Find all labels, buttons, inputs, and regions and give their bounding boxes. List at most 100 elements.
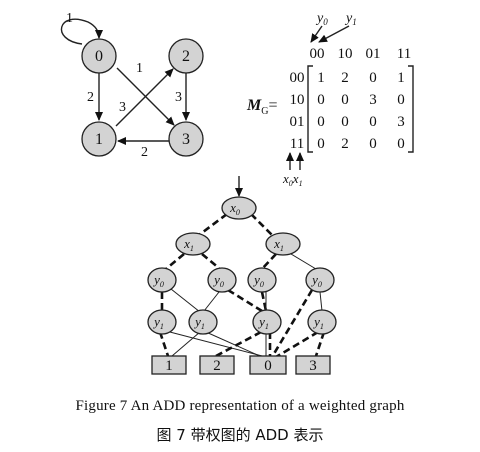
weighted-graph: 1 2 1 3 3 2 0 2 1 3 [60,11,204,160]
matrix-col-label: 01 [366,46,381,62]
add-node-y0-d: y0 [305,267,335,293]
add-node-y1-a: y1 [147,309,177,335]
matrix-col-label: 11 [397,46,411,62]
add-edge-thin [165,330,267,358]
svg-text:y0: y0 [252,272,264,289]
add-terminal-0: 0 [249,355,287,375]
svg-text:x0: x0 [229,200,240,217]
svg-text:2: 2 [213,358,221,374]
svg-text:y1: y1 [193,314,205,331]
matrix-var-y0: y0 [315,11,328,27]
matrix-cell: 0 [317,136,325,152]
figure-caption-chinese: 图 7 带权图的 ADD 表示 [156,426,324,444]
svg-text:x1: x1 [183,236,194,253]
add-node-y1-d: y1 [307,309,337,335]
add-edge-bold [275,330,319,359]
graph-node-label: 1 [95,131,103,148]
add-edge-bold [198,212,228,237]
matrix-cell: 0 [397,136,405,152]
add-edge-bold [261,253,277,270]
adjacency-matrix: y0 y1 00 10 01 11 00 10 01 11 MG= 1 2 0 … [246,11,414,188]
svg-text:1: 1 [165,358,173,374]
add-edge-thin [319,291,323,312]
edge-weight-0-3: 1 [136,61,143,76]
add-terminal-3: 3 [295,355,331,375]
matrix-cell: 0 [397,92,405,108]
matrix-var-y1: y1 [344,11,357,27]
matrix-row-label: 11 [290,136,304,152]
graph-node-0: 0 [81,38,117,74]
matrix-cell: 2 [341,136,349,152]
matrix-cell: 2 [341,70,349,86]
graph-node-1: 1 [81,121,117,157]
matrix-arrow-y0 [310,25,323,43]
add-diagram: x0 x1 x1 y0 y0 y0 y0 [147,176,337,375]
add-edge-thin [205,331,263,358]
svg-text:y0: y0 [310,272,322,289]
matrix-row-label: 01 [290,114,305,130]
add-node-y0-b: y0 [207,267,237,293]
graph-node-2: 2 [168,38,204,74]
svg-text:y1: y1 [257,314,269,331]
matrix-row-label: 00 [290,70,305,86]
add-edge-bold [165,253,185,270]
add-edge-thin [171,331,201,357]
add-edge-thin [290,253,317,270]
svg-text:y0: y0 [152,272,164,289]
matrix-row-label: 10 [290,92,305,108]
svg-text:y1: y1 [152,314,164,331]
edge-1-2 [115,68,174,127]
add-edge-bold [250,213,273,236]
add-node-y0-c: y0 [247,267,277,293]
matrix-name: MG= [246,97,278,117]
add-node-y1-c: y1 [252,309,282,335]
add-node-x1-left: x1 [175,232,211,256]
edge-weight-2-3: 3 [175,90,182,105]
graph-node-label: 0 [95,48,103,65]
add-edge-thin [203,291,220,312]
svg-text:x1: x1 [273,236,284,253]
matrix-var-x0x1: x0x1 [282,171,303,188]
edge-0-0 [60,18,103,45]
add-edge-thin [170,288,201,313]
matrix-cell: 0 [369,70,377,86]
add-node-x1-right: x1 [265,232,301,256]
matrix-cell: 0 [317,114,325,130]
edge-weight-3-1: 2 [141,145,148,160]
graph-node-label: 3 [182,131,190,148]
svg-text:y0: y0 [212,272,224,289]
add-edge-bold [260,291,268,312]
matrix-col-label: 10 [338,46,353,62]
matrix-cell: 0 [341,114,349,130]
matrix-cell: 1 [397,70,405,86]
matrix-col-label: 00 [310,46,325,62]
matrix-cell: 3 [397,114,405,130]
matrix-left-bracket [307,65,313,153]
matrix-cell: 0 [317,92,325,108]
matrix-cell: 0 [341,92,349,108]
matrix-arrow-y1 [318,25,350,43]
add-node-y1-b: y1 [188,309,218,335]
graph-node-3: 3 [168,121,204,157]
matrix-right-bracket [408,65,414,153]
add-node-y0-a: y0 [147,267,177,293]
add-edge-bold [227,288,263,313]
matrix-cell: 3 [369,92,377,108]
figure-caption-english: Figure 7 An ADD representation of a weig… [75,398,405,414]
matrix-values: 1 2 0 1 0 0 3 0 0 0 0 3 0 2 0 0 [317,70,405,152]
edge-weight-0-1: 2 [87,90,94,105]
matrix-cell: 0 [369,136,377,152]
graph-node-label: 2 [182,48,190,65]
svg-text:0: 0 [264,358,272,374]
edge-weight-1-2: 3 [119,100,126,115]
svg-text:3: 3 [309,358,317,374]
add-terminal-1: 1 [151,355,187,375]
edge-weight-0-0: 1 [66,11,73,26]
add-edge-bold [158,331,170,357]
matrix-cell: 1 [317,70,325,86]
add-edge-bold [215,330,262,358]
add-edge-bold [270,289,314,358]
add-terminal-2: 2 [199,355,235,375]
svg-text:y1: y1 [312,314,324,331]
